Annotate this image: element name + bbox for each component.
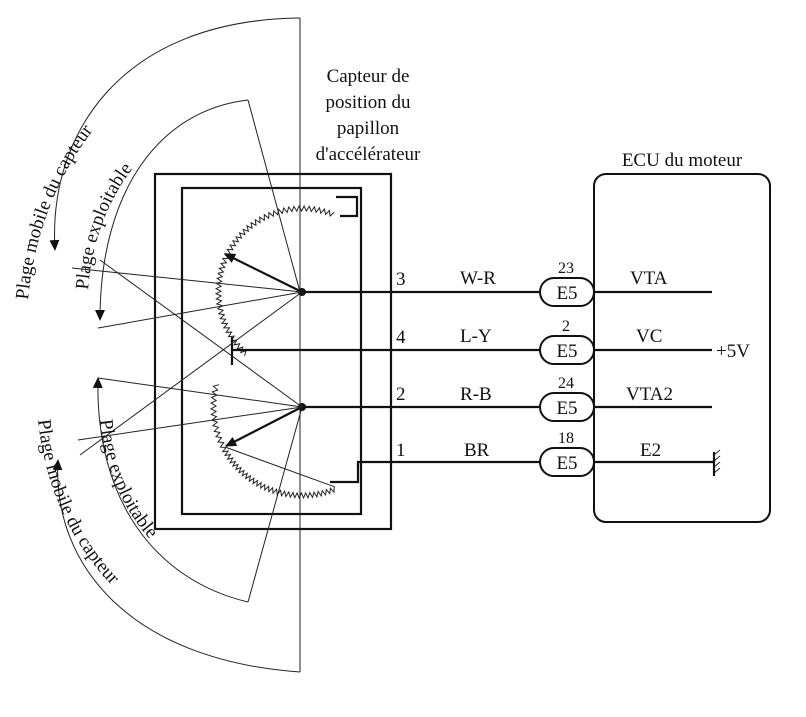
signal-vc: VC [636,326,662,347]
svg-text:d'accélérateur: d'accélérateur [316,144,421,165]
connector-e5-pin-18: E5 18 [539,430,595,477]
arc-label-upper-outer: Plage mobile du capteur [12,120,97,300]
ecu-pin-2: 2 [562,318,570,335]
wire-code-r-b: R-B [460,384,492,405]
connector-e5-pin-24: E5 24 [539,375,595,422]
arc-label-upper-inner: Plage exploitable [72,159,137,291]
lower-wiper-arrow [225,406,303,447]
signal-e2: E2 [640,440,661,461]
wire-code-l-y: L-Y [460,326,492,347]
ecu-pin-24: 24 [558,375,574,392]
connector-e5-pin-23: E5 23 [539,260,595,307]
connector-e5-pin-2: E5 2 [539,318,595,365]
sensor-housing-outer [153,172,393,531]
wire-code-br: BR [464,440,490,461]
svg-text:position du: position du [326,92,411,113]
range-arcs [49,17,303,673]
svg-text:Capteur de: Capteur de [327,66,410,87]
lower-resistive-track [209,384,360,500]
signal-vta2: VTA2 [626,384,673,405]
sensor-title: Capteur de position du papillon d'accélé… [316,66,421,165]
sensor-pin-4: 4 [396,327,406,348]
ground-icon [712,449,721,476]
svg-text:E5: E5 [556,283,577,304]
ecu-title: ECU du moteur [622,150,743,171]
svg-text:E5: E5 [556,398,577,419]
wire-code-w-r: W-R [460,268,496,289]
supply-label: +5V [716,341,750,362]
upper-resistive-track [214,195,359,357]
arc-label-lower-inner: Plage exploitable [95,418,162,542]
ecu-box [593,173,771,523]
signal-vta: VTA [630,268,668,289]
svg-text:E5: E5 [556,341,577,362]
svg-text:E5: E5 [556,453,577,474]
sensor-pin-3: 3 [396,269,406,290]
ecu-pin-18: 18 [558,430,574,447]
sensor-pin-1: 1 [396,440,406,461]
sensor-pin-2: 2 [396,384,406,405]
upper-wiper-arrow [224,253,303,293]
ecu-pin-23: 23 [558,260,574,277]
wire-row-e2 [356,460,714,467]
svg-text:papillon: papillon [337,118,400,139]
